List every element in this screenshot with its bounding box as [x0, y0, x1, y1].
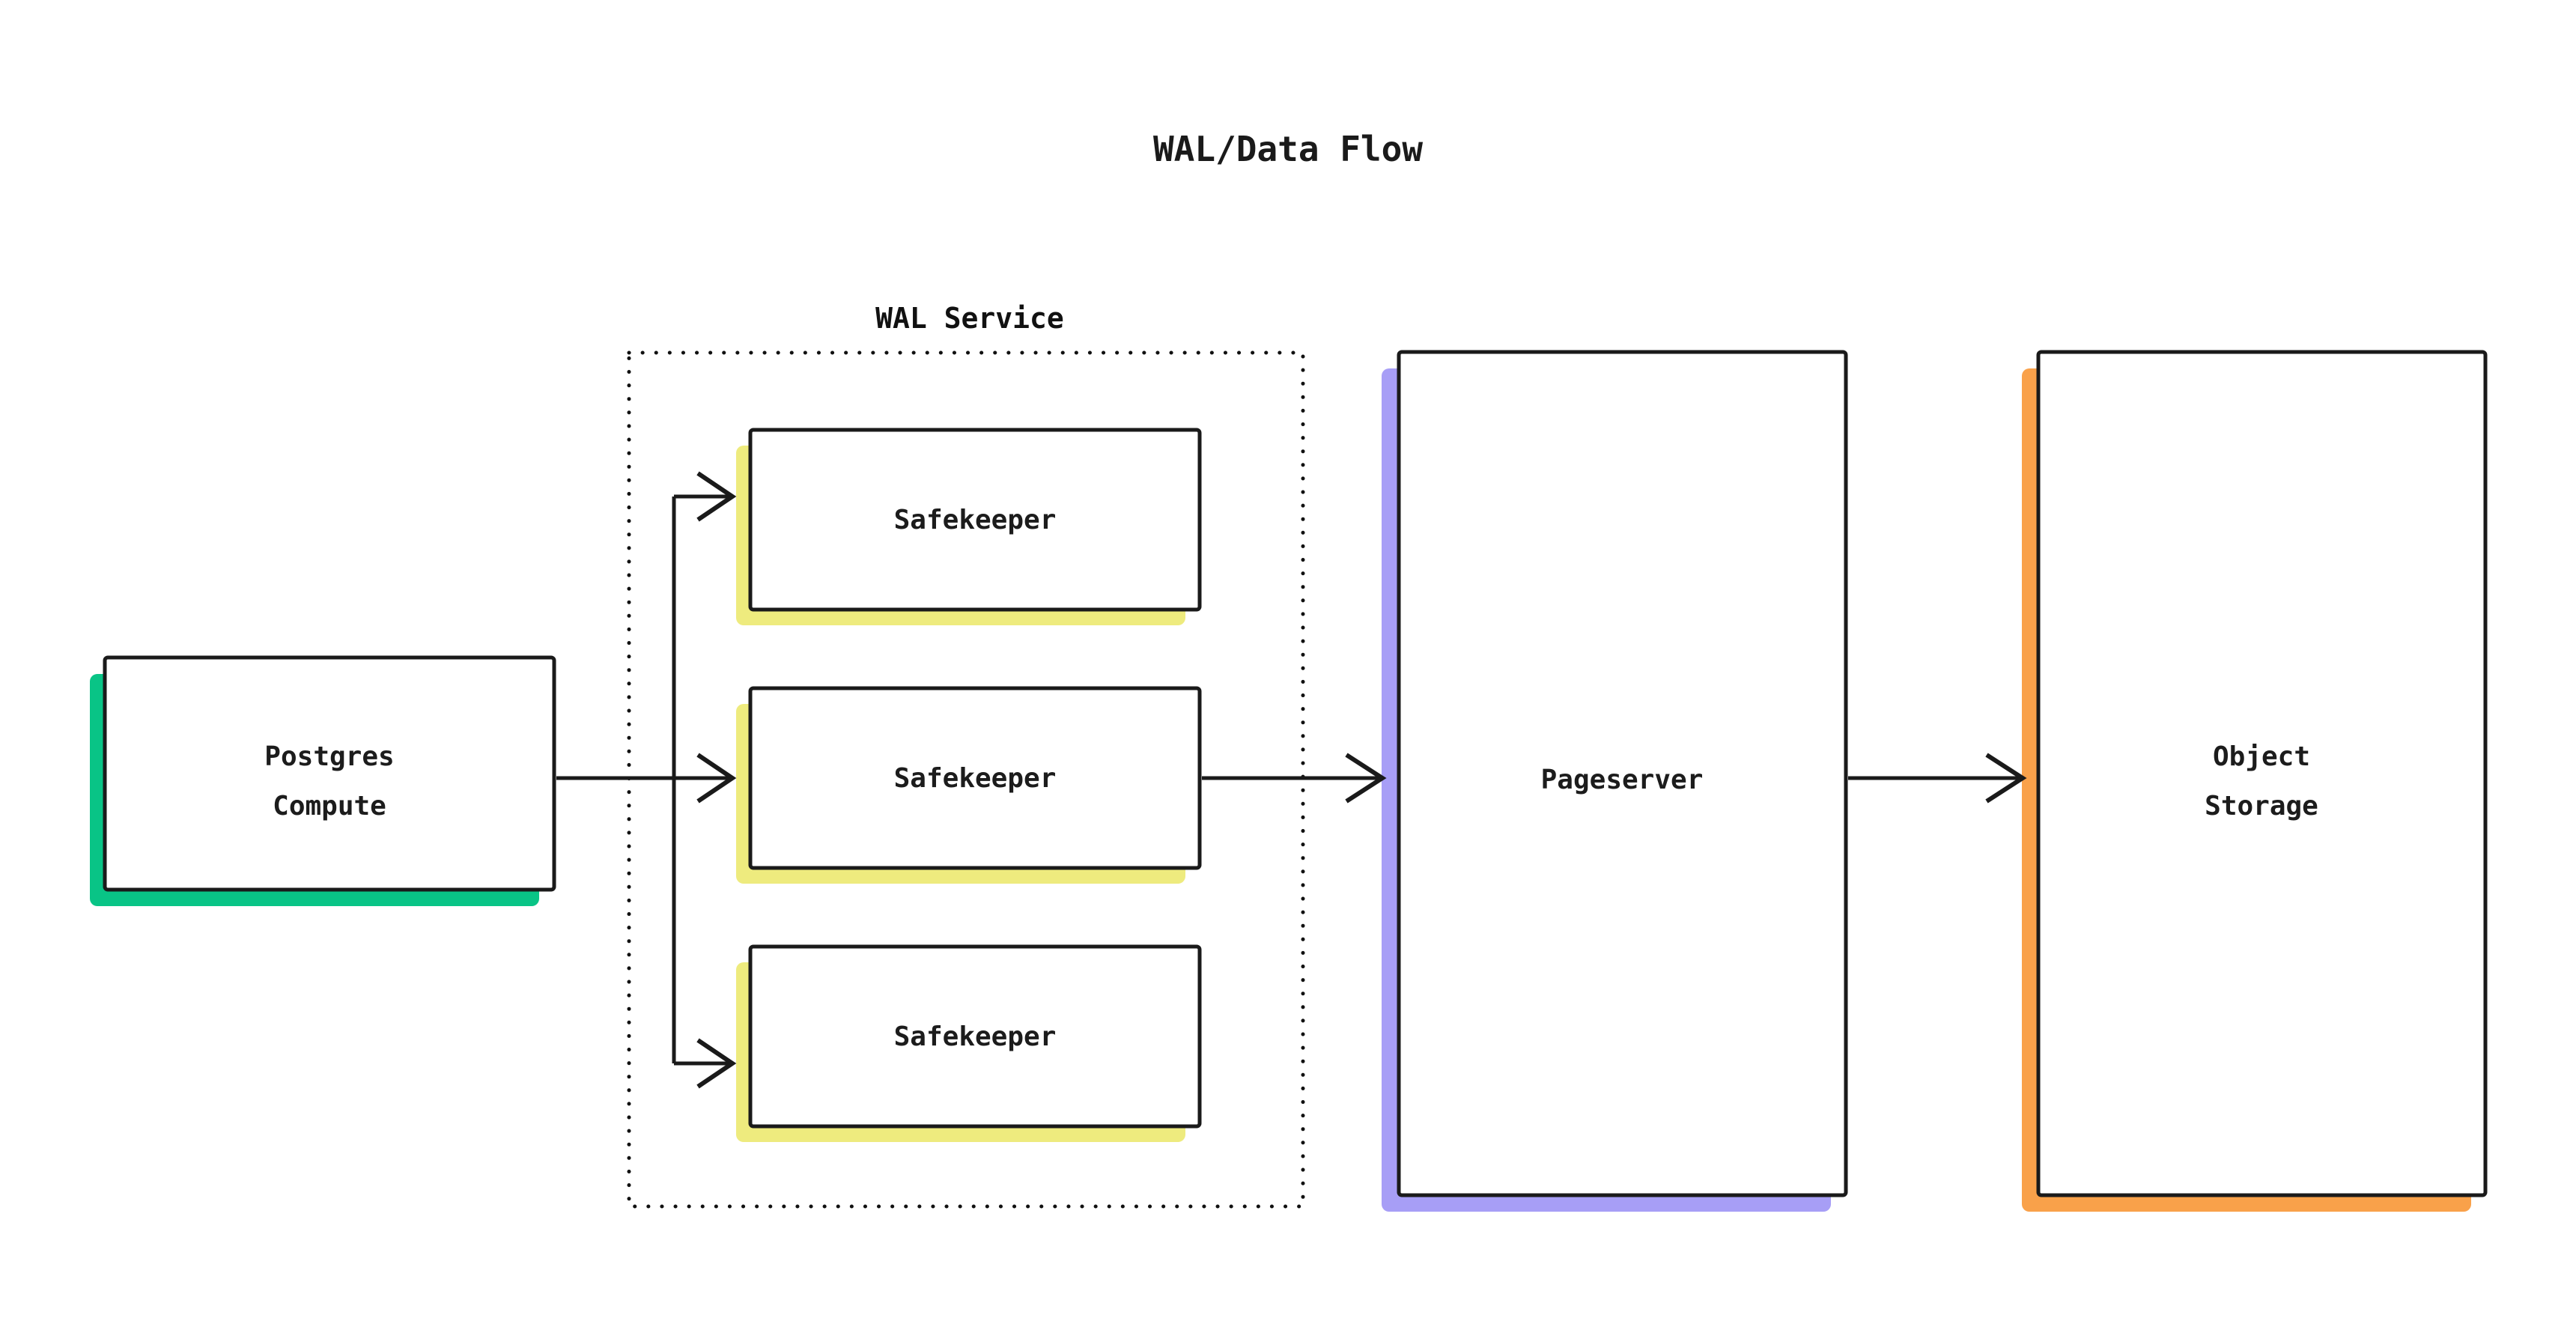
arrowhead-safekeeper-1 — [696, 471, 737, 522]
safekeeper-1-box[interactable] — [748, 428, 1202, 612]
pageserver-label: Pageserver — [1541, 765, 1704, 795]
postgres-compute-label-line2: Compute — [273, 791, 386, 822]
object-storage-box[interactable] — [2036, 350, 2488, 1197]
safekeeper-3-label: Safekeeper — [894, 1021, 1057, 1052]
safekeeper-2-label: Safekeeper — [894, 763, 1057, 794]
arrowhead-safekeeper-3 — [696, 1038, 737, 1089]
page-title: WAL/Data Flow — [1153, 129, 1423, 169]
safekeeper-1-label: Safekeeper — [894, 505, 1057, 535]
postgres-compute-box[interactable] — [103, 655, 556, 892]
postgres-compute-label-line1: Postgres — [264, 741, 394, 772]
arrowhead-safekeeper-2 — [696, 753, 737, 804]
object-storage-label-line2: Storage — [2205, 791, 2318, 822]
arrowhead-pageserver — [1345, 753, 1387, 804]
object-storage-label-line1: Object — [2213, 741, 2310, 772]
arrowhead-object-storage — [1985, 753, 2027, 804]
safekeeper-2-box[interactable] — [748, 686, 1202, 870]
pageserver-box[interactable] — [1397, 350, 1848, 1197]
group-label-wal-service: WAL Service — [875, 302, 1064, 335]
safekeeper-3-box[interactable] — [748, 944, 1202, 1129]
